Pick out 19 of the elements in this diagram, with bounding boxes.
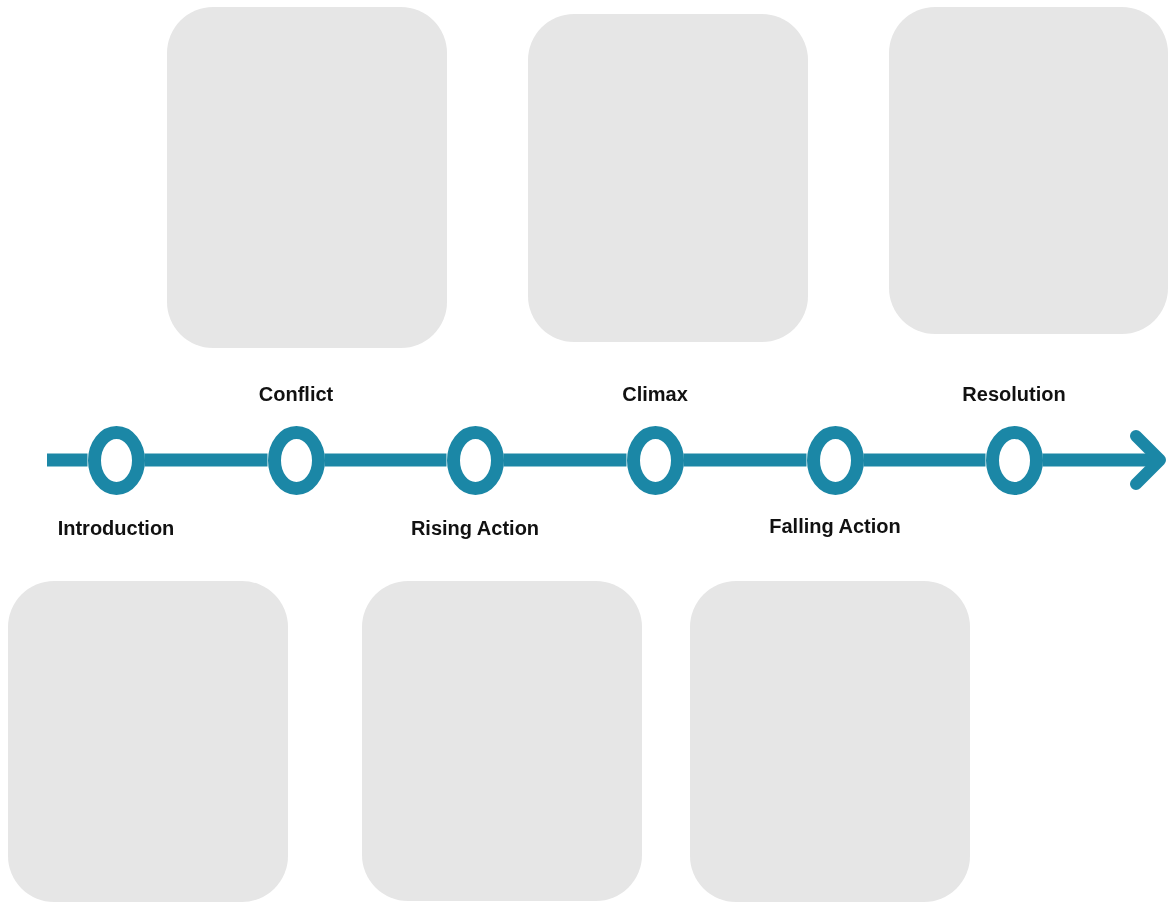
stage-label: Rising Action <box>409 517 541 540</box>
blank-card <box>889 7 1168 334</box>
timeline-segment <box>47 453 88 467</box>
timeline-segment <box>503 453 627 467</box>
blank-card <box>8 581 288 902</box>
stage-label: Conflict <box>257 383 335 406</box>
timeline-segment <box>144 453 268 467</box>
stage-label: Resolution <box>961 383 1067 406</box>
timeline-segment <box>863 453 986 467</box>
stage-label: Falling Action <box>768 515 902 538</box>
timeline-segment <box>683 453 807 467</box>
blank-card <box>690 581 970 902</box>
stage-label: Climax <box>621 383 689 406</box>
timeline-segment <box>324 453 447 467</box>
timeline-arrow <box>1042 430 1166 490</box>
blank-card <box>362 581 642 901</box>
blank-card <box>167 7 447 348</box>
blank-card <box>528 14 808 342</box>
stage-label: Introduction <box>56 517 176 540</box>
